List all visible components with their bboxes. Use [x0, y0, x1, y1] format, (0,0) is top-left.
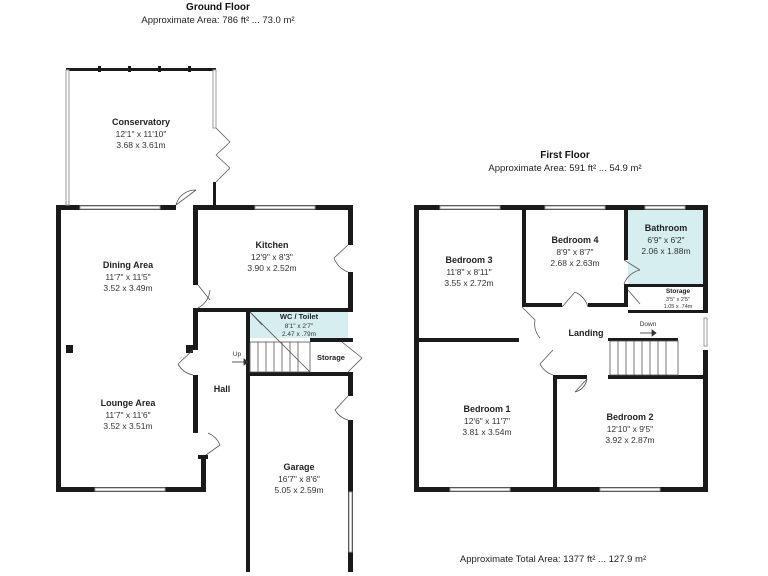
- room-metric: 3.81 x 3.54m: [462, 427, 511, 437]
- room-imperial: 12'1" x 11'10": [116, 129, 167, 139]
- room-metric: 3.92 x 2.87m: [605, 435, 654, 445]
- room-imperial: 16'7" x 8'6": [278, 474, 320, 484]
- room-name: Kitchen: [255, 240, 288, 250]
- room-metric: 3.68 x 3.61m: [116, 140, 165, 150]
- room-name: WC / Toilet: [280, 312, 319, 321]
- room-storage-first: Storage 3'5" x 2'5" 1.05 x .74m: [664, 288, 693, 310]
- room-metric: 2.47 x .79m: [282, 331, 316, 338]
- room-wc: WC / Toilet 8'1" x 2'7" 2.47 x .79m: [280, 312, 319, 338]
- room-name: Conservatory: [112, 117, 170, 127]
- up-arrow-icon: [232, 358, 249, 366]
- room-imperial: 8'1" x 2'7": [285, 323, 314, 330]
- room-name: Bedroom 2: [606, 412, 653, 422]
- stairs-down-label: Down: [640, 321, 657, 328]
- room-imperial: 11'8" x 8'11": [446, 267, 491, 277]
- room-lounge: Lounge Area 11'7" x 11'6" 3.52 x 3.51m: [101, 398, 157, 431]
- room-metric: 3.90 x 2.52m: [247, 263, 296, 273]
- room-name: Bedroom 4: [551, 235, 598, 245]
- room-imperial: 11'7" x 11'5": [105, 272, 150, 282]
- ground-floor-title: Ground Floor: [186, 2, 250, 13]
- first-floor-doors: [521, 259, 641, 393]
- room-imperial: 3'5" x 2'5": [666, 297, 690, 303]
- ground-floor-doors: [175, 127, 363, 456]
- room-imperial: 8'9" x 8'7": [556, 247, 593, 257]
- down-arrow-icon: [640, 329, 657, 337]
- total-area: Approximate Total Area: 1377 ft² ... 127…: [460, 554, 646, 565]
- room-dining: Dining Area 11'7" x 11'5" 3.52 x 3.49m: [103, 260, 154, 293]
- room-storage-ground: Storage: [317, 353, 345, 362]
- room-name: Garage: [283, 462, 314, 472]
- room-imperial: 12'6" x 11'7": [464, 416, 510, 426]
- stairs-up-label: Up: [233, 351, 242, 358]
- room-imperial: 12'10" x 9'5": [607, 424, 654, 434]
- room-imperial: 12'9" x 8'3": [251, 252, 293, 262]
- room-bedroom4: Bedroom 4 8'9" x 8'7" 2.68 x 2.63m: [550, 235, 599, 268]
- ground-floor-windows: [65, 69, 353, 553]
- room-metric: 3.52 x 3.51m: [103, 421, 152, 431]
- room-bathroom: Bathroom 6'9" x 6'2" 2.06 x 1.88m: [641, 223, 690, 256]
- room-name: Bedroom 1: [463, 404, 510, 414]
- first-floor-area: Approximate Area: 591 ft² ... 54.9 m²: [488, 163, 641, 174]
- room-metric: 2.06 x 1.88m: [641, 246, 690, 256]
- room-metric: 1.05 x .74m: [664, 304, 693, 310]
- room-imperial: 11'7" x 11'6": [105, 410, 150, 420]
- ground-stairs: [249, 311, 311, 373]
- bathroom-floor: [628, 210, 703, 284]
- first-stairs: [609, 340, 679, 376]
- room-kitchen: Kitchen 12'9" x 8'3" 3.90 x 2.52m: [247, 240, 296, 273]
- first-floor-title: First Floor: [540, 150, 590, 161]
- room-name: Lounge Area: [101, 398, 157, 408]
- wc-floor: [250, 312, 348, 338]
- room-hall: Hall: [214, 384, 231, 394]
- room-metric: 5.05 x 2.59m: [274, 485, 323, 495]
- room-landing: Landing: [569, 328, 604, 338]
- room-name: Bathroom: [645, 223, 688, 233]
- room-name: Dining Area: [103, 260, 154, 270]
- first-floor-windows: [439, 205, 708, 492]
- room-metric: 3.52 x 3.49m: [103, 283, 152, 293]
- room-bedroom1: Bedroom 1 12'6" x 11'7" 3.81 x 3.54m: [462, 404, 511, 437]
- room-name: Storage: [666, 288, 691, 295]
- room-metric: 2.68 x 2.63m: [550, 258, 599, 268]
- room-bedroom2: Bedroom 2 12'10" x 9'5" 3.92 x 2.87m: [605, 412, 654, 445]
- ground-floor-area: Approximate Area: 786 ft² ... 73.0 m²: [141, 15, 294, 26]
- room-name: Bedroom 3: [445, 255, 492, 265]
- room-garage: Garage 16'7" x 8'6" 5.05 x 2.59m: [274, 462, 323, 495]
- room-conservatory: Conservatory 12'1" x 11'10" 3.68 x 3.61m: [112, 117, 170, 150]
- room-metric: 3.55 x 2.72m: [444, 278, 493, 288]
- room-imperial: 6'9" x 6'2": [647, 235, 684, 245]
- room-bedroom3: Bedroom 3 11'8" x 8'11" 3.55 x 2.72m: [444, 255, 493, 288]
- conservatory-mullions: [98, 66, 191, 72]
